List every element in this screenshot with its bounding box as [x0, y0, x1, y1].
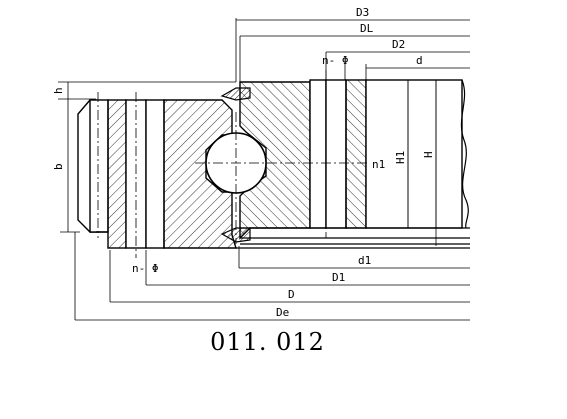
- bottom-flange: [236, 227, 470, 249]
- label-D: D: [288, 288, 295, 301]
- label-De: De: [276, 306, 289, 319]
- label-h: h: [52, 87, 65, 94]
- label-n1: n1: [372, 158, 385, 171]
- label-d1: d1: [358, 254, 371, 267]
- label-DL: DL: [360, 22, 374, 35]
- label-d: d: [416, 54, 423, 67]
- center-lines: [97, 70, 370, 258]
- bottom-dimension-lines: [74, 232, 470, 321]
- label-D1: D1: [332, 271, 345, 284]
- model-code-caption: 011. 012: [210, 328, 325, 356]
- height-dimension-lines: [407, 80, 437, 246]
- label-D2: D2: [392, 38, 405, 51]
- label-n-phi-top: n- Φ: [322, 54, 349, 67]
- label-n-phi-bottom: n- Φ: [132, 262, 159, 275]
- label-b: b: [52, 163, 65, 170]
- outer-ring: [77, 99, 237, 249]
- left-dimension-lines: [58, 81, 236, 233]
- dimension-labels: D3 DL D2 n- Φ d n1 H1 H h b n- Φ d1 D1 D…: [52, 6, 435, 319]
- label-D3: D3: [356, 6, 369, 19]
- top-dimension-lines: [235, 18, 470, 82]
- label-H1: H1: [394, 151, 407, 164]
- label-H: H: [422, 151, 435, 158]
- inner-ring: [239, 79, 469, 240]
- seals: [220, 87, 251, 243]
